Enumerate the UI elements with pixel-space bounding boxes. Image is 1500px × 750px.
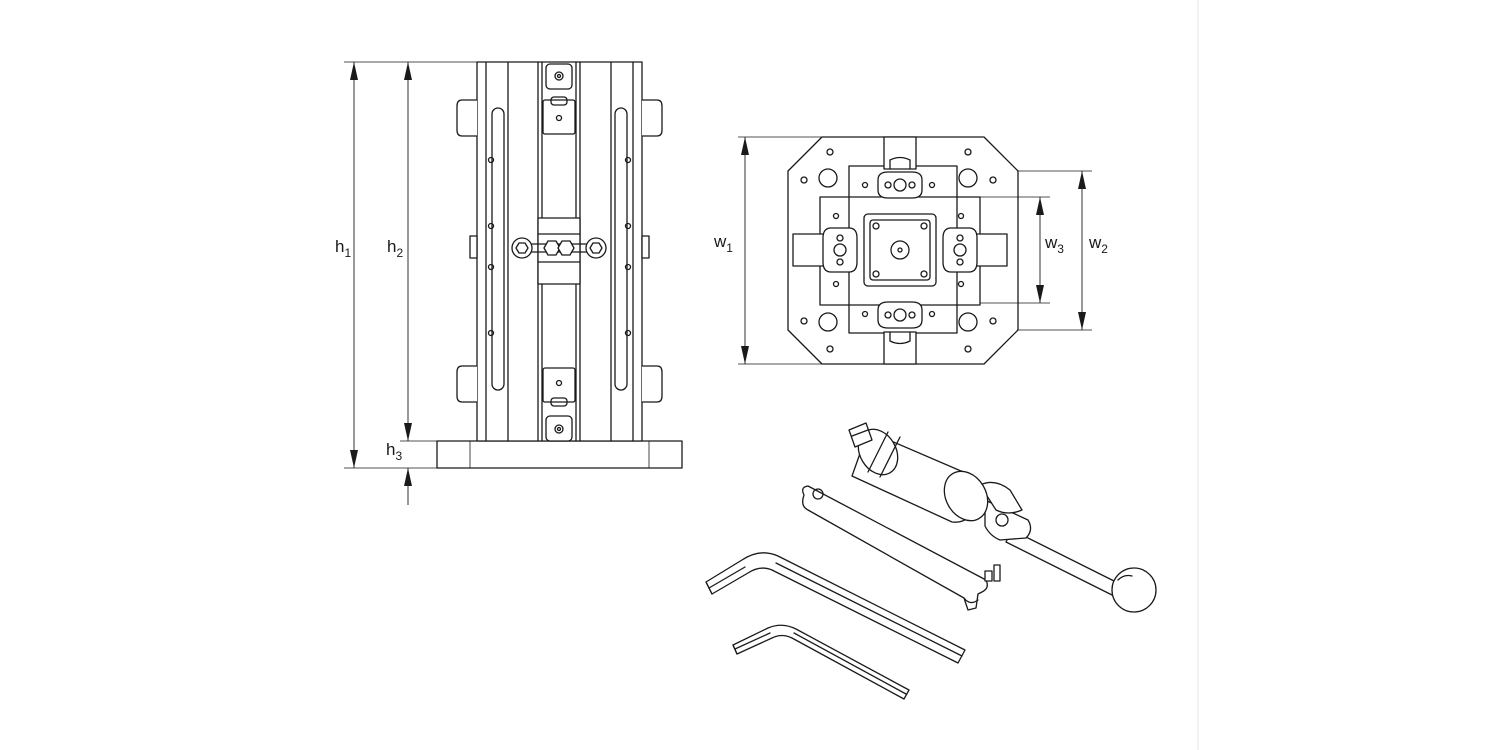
torque-wrench (848, 422, 1157, 613)
corner-holes (800, 148, 997, 353)
right-lug-top (641, 99, 663, 137)
top-view (787, 136, 1019, 365)
center-pallet (863, 213, 937, 287)
w3-label: w3 (1044, 233, 1064, 256)
hex-key-large (705, 552, 966, 664)
left-lug-bottom (456, 365, 478, 403)
w2-label: w2 (1088, 233, 1108, 256)
column-holes (487, 156, 632, 337)
torque-wrench-ball (1111, 567, 1157, 613)
h2-label: h2 (387, 237, 403, 260)
front-view (436, 61, 683, 469)
pin-spanner (802, 485, 1001, 611)
h3-label: h3 (386, 440, 402, 463)
top-dimensions: w1 w3 w2 (713, 136, 1108, 365)
accessory-tools (705, 422, 1157, 700)
left-lug-top (456, 99, 478, 137)
base-plate (436, 440, 683, 469)
right-lug-bottom (641, 365, 663, 403)
front-dimensions: h1 h2 h3 (335, 61, 477, 505)
hex-key-small (732, 624, 910, 700)
w1-label: w1 (713, 232, 733, 255)
h1-label: h1 (335, 237, 351, 260)
